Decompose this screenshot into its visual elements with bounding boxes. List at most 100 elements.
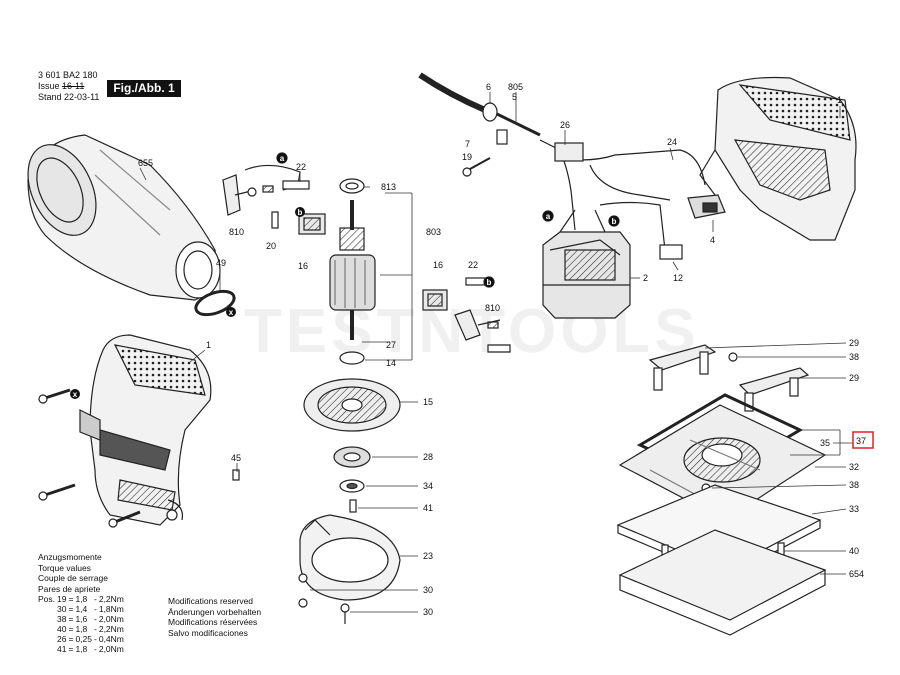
label-813: 813	[381, 182, 396, 192]
label-22-top: 22	[296, 162, 306, 172]
label-654: 654	[849, 569, 864, 579]
torque-row: 30= 1,4- 1,8Nm	[57, 604, 124, 614]
label-12: 12	[673, 273, 683, 283]
marker-x-housing: x	[73, 390, 78, 399]
screw-41	[349, 499, 357, 513]
torque-max: 0,4Nm	[98, 634, 124, 644]
label-810-top: 810	[229, 227, 244, 237]
torque-max: 2,0Nm	[98, 614, 124, 624]
label-38-lower: 38	[849, 480, 859, 490]
torque-row: 41= 1,8- 2,0Nm	[57, 644, 124, 654]
label-28: 28	[423, 452, 433, 462]
label-16-middle: 16	[433, 260, 443, 270]
leader-lines	[139, 92, 853, 613]
label-49: 49	[216, 258, 226, 268]
torque-max: 2,2Nm	[98, 624, 124, 634]
label-23: 23	[423, 551, 433, 561]
modifications-block: Modifications reserved Änderungen vorbeh…	[168, 596, 261, 638]
pad-frame-32	[618, 404, 827, 521]
marker-a-coil: a	[546, 212, 551, 221]
issue-line: Issue 16-11	[38, 81, 84, 92]
marker-b-middle: b	[487, 278, 492, 287]
label-24: 24	[667, 137, 677, 147]
torque-max: 2,0Nm	[98, 644, 124, 654]
figure-label: Fig./Abb. 1	[107, 80, 181, 97]
torque-max: 1,8Nm	[98, 604, 124, 614]
housing-screws	[38, 388, 240, 528]
label-19: 19	[462, 152, 472, 162]
label-33: 33	[849, 504, 859, 514]
screws-30	[298, 573, 350, 624]
label-29-lower: 29	[849, 373, 859, 383]
fan-15	[303, 378, 401, 432]
torque-title-fr: Couple de serrage	[38, 573, 108, 583]
label-4: 4	[710, 235, 715, 245]
stand-label: Stand	[38, 92, 62, 102]
pos-label: Pos.	[38, 594, 56, 604]
screw-19	[462, 167, 472, 177]
label-15: 15	[423, 397, 433, 407]
modifications-en: Modifications reserved	[168, 596, 254, 606]
housing-left	[79, 334, 212, 526]
label-35: 35	[820, 438, 830, 448]
connection-markers: a b a b b x x	[70, 153, 619, 399]
torque-min: 1,8	[75, 644, 88, 654]
torque-min: 1,6	[75, 614, 88, 624]
label-45: 45	[231, 453, 241, 463]
dust-nozzle-655	[27, 134, 221, 301]
torque-min: 1,8	[75, 594, 88, 604]
torque-pos: 19	[57, 594, 67, 604]
label-37: 37	[856, 436, 866, 446]
label-14: 14	[386, 358, 396, 368]
label-41: 41	[423, 503, 433, 513]
field-coil-2	[542, 209, 631, 319]
issue-label: Issue	[38, 81, 60, 91]
torque-table: Pos. 19= 1,8- 2,2Nm 30= 1,4- 1,8Nm 38= 1…	[38, 594, 126, 654]
label-34: 34	[423, 481, 433, 491]
torque-title-en: Torque values	[38, 562, 91, 573]
label-7: 7	[465, 139, 470, 149]
power-cord	[418, 72, 706, 251]
brush-holder-group-middle	[422, 276, 511, 353]
torque-values-block: Anzugsmomente Torque values Couple de se…	[38, 552, 126, 654]
plug-12	[659, 244, 683, 260]
issue-value: 16-11	[62, 81, 85, 91]
torque-title-es: Pares de apriete	[38, 583, 101, 594]
torque-title-de: Anzugsmomente	[38, 552, 102, 562]
label-27: 27	[386, 340, 396, 350]
housing-right	[699, 76, 857, 241]
o-ring-49	[194, 289, 236, 317]
clamp-29-lower	[738, 367, 810, 412]
label-32: 32	[849, 462, 859, 472]
label-38-upper: 38	[849, 352, 859, 362]
label-2: 2	[643, 273, 648, 283]
label-810-middle: 810	[485, 303, 500, 313]
modifications-de: Änderungen vorbehalten	[168, 606, 262, 617]
label-20: 20	[266, 241, 276, 251]
base-plate-654	[618, 529, 827, 636]
label-30-upper: 30	[423, 585, 433, 595]
torque-row: Pos. 19= 1,8- 2,2Nm	[38, 594, 124, 604]
armature-803	[329, 178, 376, 365]
label-26: 26	[560, 120, 570, 130]
label-30-lower: 30	[423, 607, 433, 617]
label-803: 803	[426, 227, 441, 237]
part-labels: 655 49 1 45 22 810 20 16 813 803 27 14 1…	[138, 82, 866, 617]
torque-pos: 26	[57, 634, 67, 644]
torque-pos: 40	[57, 624, 67, 634]
torque-pos: 41	[57, 644, 67, 654]
modifications-es: Salvo modificaciones	[168, 627, 248, 638]
torque-row: 40= 1,8- 2,2Nm	[57, 624, 124, 634]
brush-holder-group-top	[222, 152, 326, 235]
label-29-upper: 29	[849, 338, 859, 348]
torque-min: 0,25	[75, 634, 92, 644]
fan-housing-23	[299, 514, 401, 601]
marker-a-top: a	[280, 154, 285, 163]
torque-max: 2,2Nm	[98, 594, 124, 604]
part-number: 3 601 BA2 180	[38, 70, 98, 80]
label-40: 40	[849, 546, 859, 556]
label-655: 655	[138, 158, 153, 168]
clamp-29-upper	[648, 344, 717, 391]
